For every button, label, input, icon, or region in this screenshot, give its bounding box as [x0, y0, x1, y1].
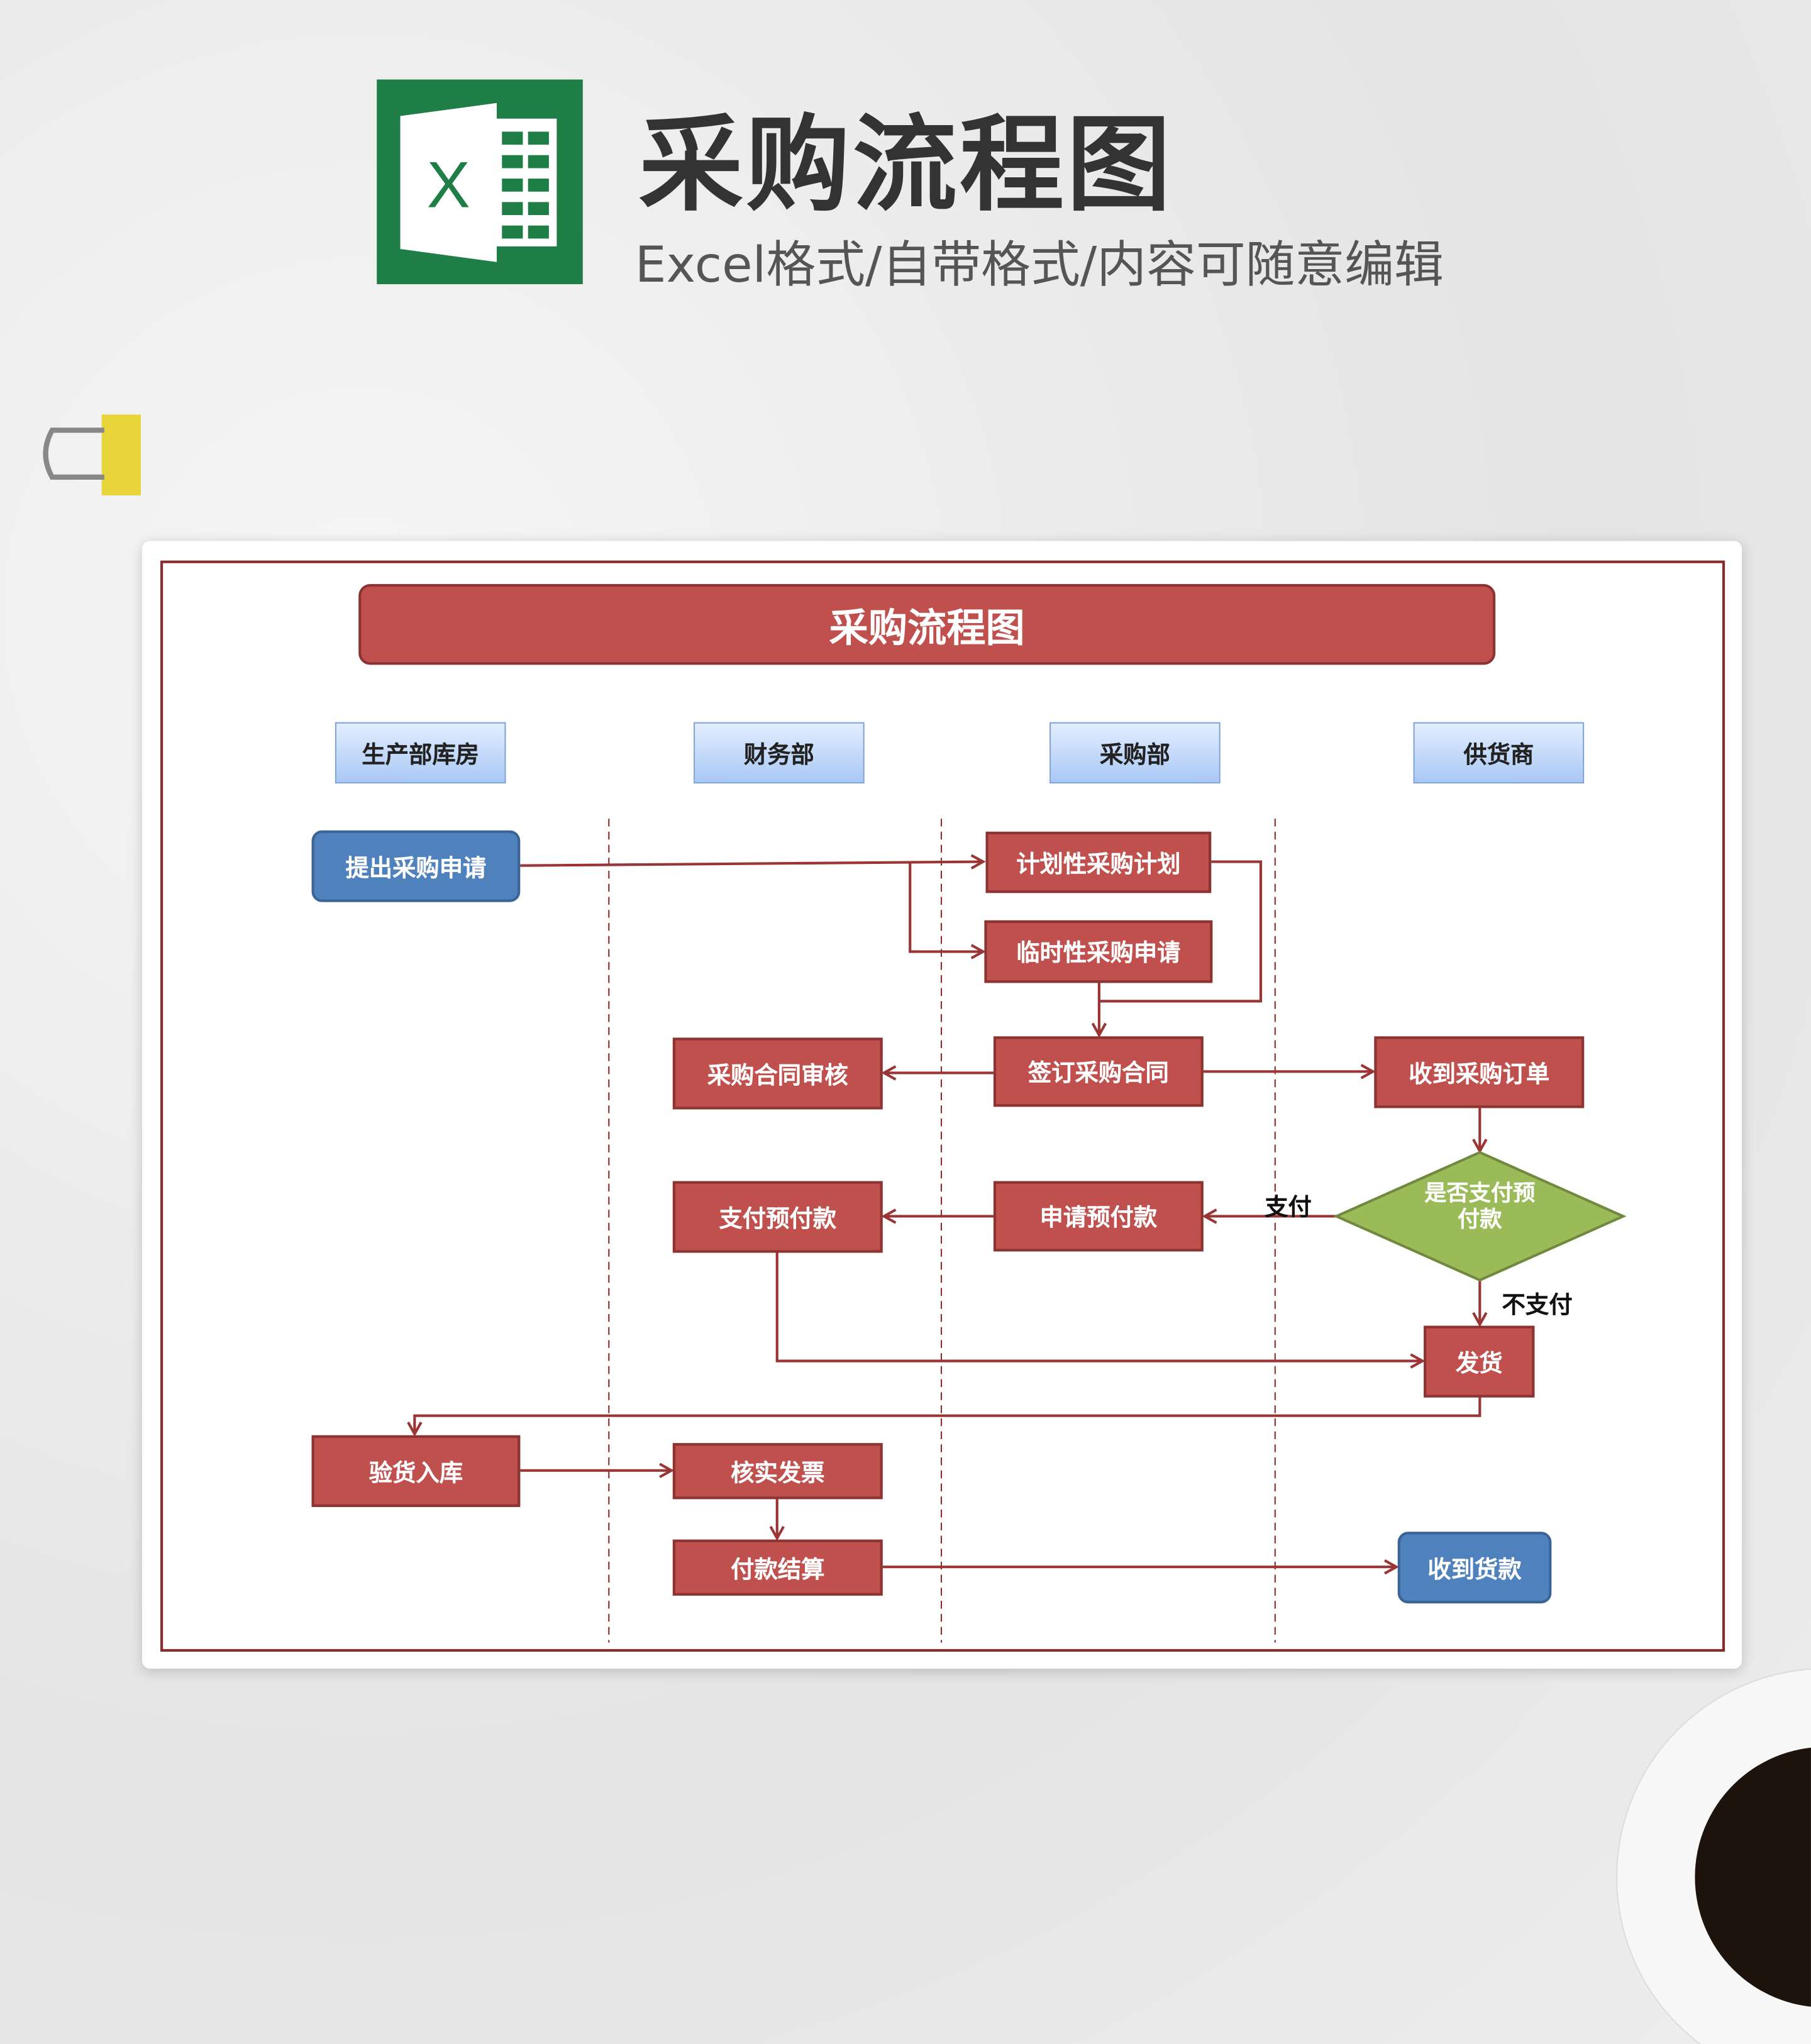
decision-label: 是否支付预付款 — [1424, 1181, 1536, 1234]
excel-logo-icon: X — [377, 79, 583, 285]
lane-header-supplier: 供货商 — [1413, 722, 1585, 784]
page-title: 采购流程图 — [638, 104, 1174, 226]
lane-dividers — [608, 819, 1276, 1643]
edge-label-no-pay: 不支付 — [1502, 1291, 1573, 1320]
flowchart-frame — [160, 560, 1725, 1652]
node-receive-order: 收到采购订单 — [1374, 1036, 1585, 1108]
node-review: 采购合同审核 — [672, 1037, 883, 1110]
coffee-cup-icon — [1616, 1668, 1811, 2044]
node-ship: 发货 — [1424, 1325, 1535, 1398]
lane-header-warehouse: 生产部库房 — [335, 722, 506, 784]
svg-text:X: X — [427, 148, 470, 221]
decision-diamond — [1333, 1151, 1627, 1282]
lane-header-purchasing: 采购部 — [1049, 722, 1221, 784]
edge-label-pay: 支付 — [1265, 1194, 1312, 1222]
node-sign: 签订采购合同 — [993, 1036, 1204, 1107]
node-temporary: 临时性采购申请 — [984, 920, 1213, 983]
flowchart-banner: 采购流程图 — [358, 583, 1496, 665]
node-pay-advance: 支付预付款 — [672, 1181, 883, 1253]
page-subtitle: Excel格式/自带格式/内容可随意编辑 — [634, 236, 1444, 294]
node-verify-invoice: 核实发票 — [672, 1443, 883, 1500]
node-request: 提出采购申请 — [311, 830, 521, 902]
node-planned: 计划性采购计划 — [985, 831, 1212, 893]
node-apply-advance: 申请预付款 — [993, 1181, 1204, 1252]
node-receive-payment: 收到货款 — [1397, 1532, 1552, 1604]
lane-header-finance: 财务部 — [694, 722, 865, 784]
node-settle: 付款结算 — [672, 1539, 883, 1596]
node-inspect: 验货入库 — [311, 1435, 521, 1507]
binder-clip-icon — [43, 414, 141, 495]
